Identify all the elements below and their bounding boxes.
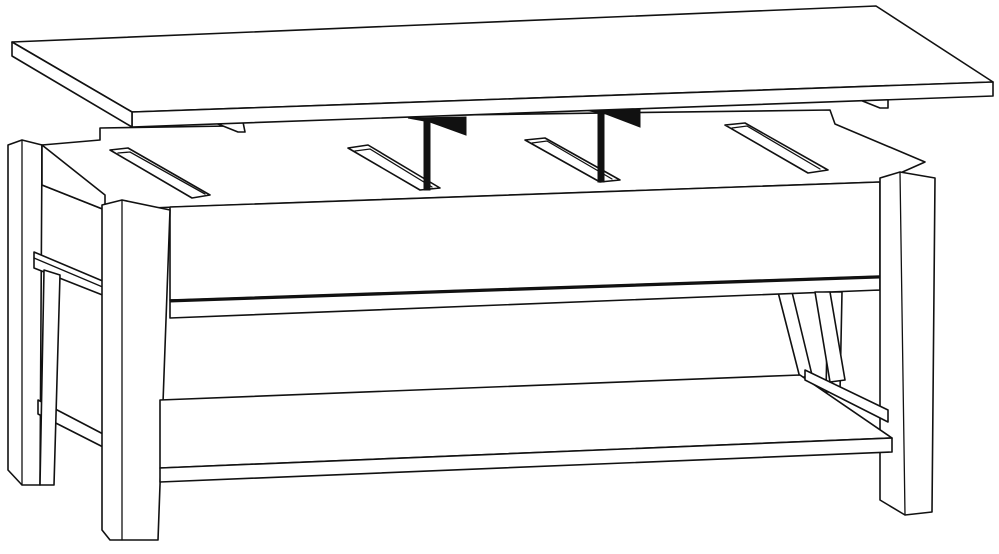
front-right-leg [879, 171, 936, 516]
back-left-leg [7, 139, 43, 486]
lower-shelf [159, 291, 893, 483]
lift-mechanism-left [407, 116, 467, 191]
left-side-rails [33, 251, 106, 486]
front-left-leg [101, 199, 171, 541]
tabletop [11, 5, 994, 133]
apron-body [41, 109, 926, 319]
top-slots [109, 122, 829, 199]
